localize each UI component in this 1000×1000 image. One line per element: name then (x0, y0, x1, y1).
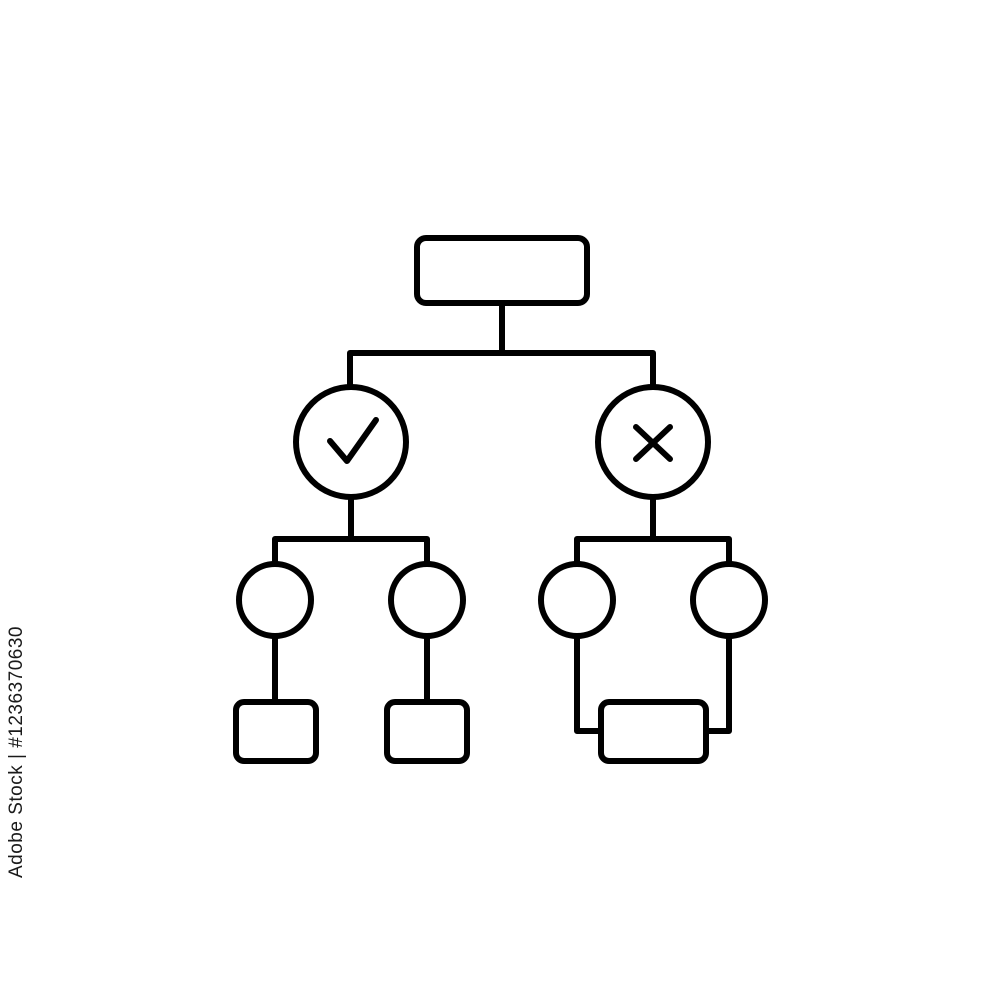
left-result-box-2 (384, 699, 470, 764)
right-merge-connector (574, 633, 732, 734)
right-leaf-node-1 (538, 561, 616, 639)
close-icon (633, 424, 673, 462)
right-leaf-node-2 (690, 561, 768, 639)
left-leaf-node-2 (388, 561, 466, 639)
right-result-box (598, 699, 709, 764)
watermark-text: Adobe Stock | #1236370630 (6, 626, 27, 878)
left-result-box-1 (233, 699, 319, 764)
yes-decision-node (293, 384, 409, 500)
check-icon (327, 417, 379, 464)
left-subtree-connector (272, 494, 430, 566)
right-subtree-connector (574, 494, 732, 566)
left-leaf-node-1 (236, 561, 314, 639)
root-node-box (414, 235, 590, 306)
root-connector (347, 300, 656, 388)
